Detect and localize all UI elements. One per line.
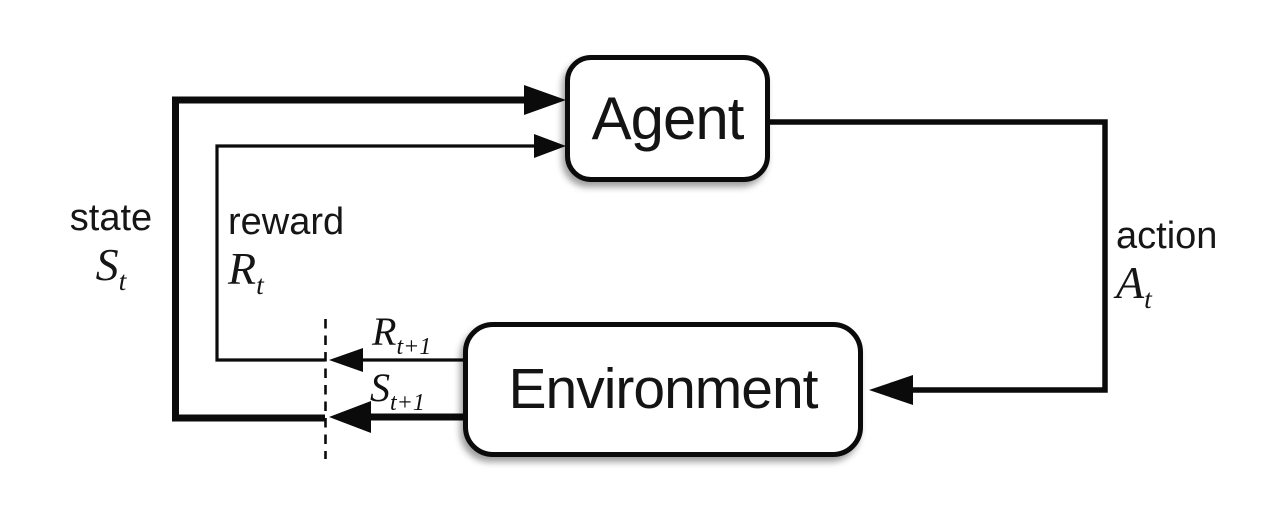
reward-next-arrowhead-icon bbox=[329, 348, 363, 372]
agent-box-label: Agent bbox=[591, 84, 745, 152]
agent-box: Agent bbox=[565, 55, 770, 182]
reward-signal-label: reward Rt bbox=[228, 201, 345, 301]
action-symbol: At bbox=[1116, 257, 1152, 315]
reward-arrow-path bbox=[215, 144, 537, 362]
action-arrowhead-icon bbox=[869, 375, 913, 405]
reward-symbol: Rt bbox=[228, 243, 264, 301]
action-word: action bbox=[1116, 215, 1218, 257]
state-arrowhead-icon bbox=[524, 85, 566, 115]
state-signal-label: state St bbox=[52, 197, 170, 297]
state-next-arrowhead-icon bbox=[329, 401, 371, 433]
state-arrow-path bbox=[172, 96, 527, 422]
action-arrow-path bbox=[770, 119, 1108, 393]
state-next-symbol: St+1 bbox=[370, 365, 425, 416]
environment-box: Environment bbox=[463, 322, 863, 457]
reward-word: reward bbox=[228, 201, 345, 243]
environment-box-label: Environment bbox=[508, 357, 819, 421]
state-symbol: St bbox=[95, 239, 127, 297]
state-word: state bbox=[69, 197, 153, 239]
reward-arrowhead-icon bbox=[534, 134, 566, 158]
reward-next-symbol: Rt+1 bbox=[372, 309, 432, 360]
action-signal-label: action At bbox=[1116, 215, 1218, 315]
